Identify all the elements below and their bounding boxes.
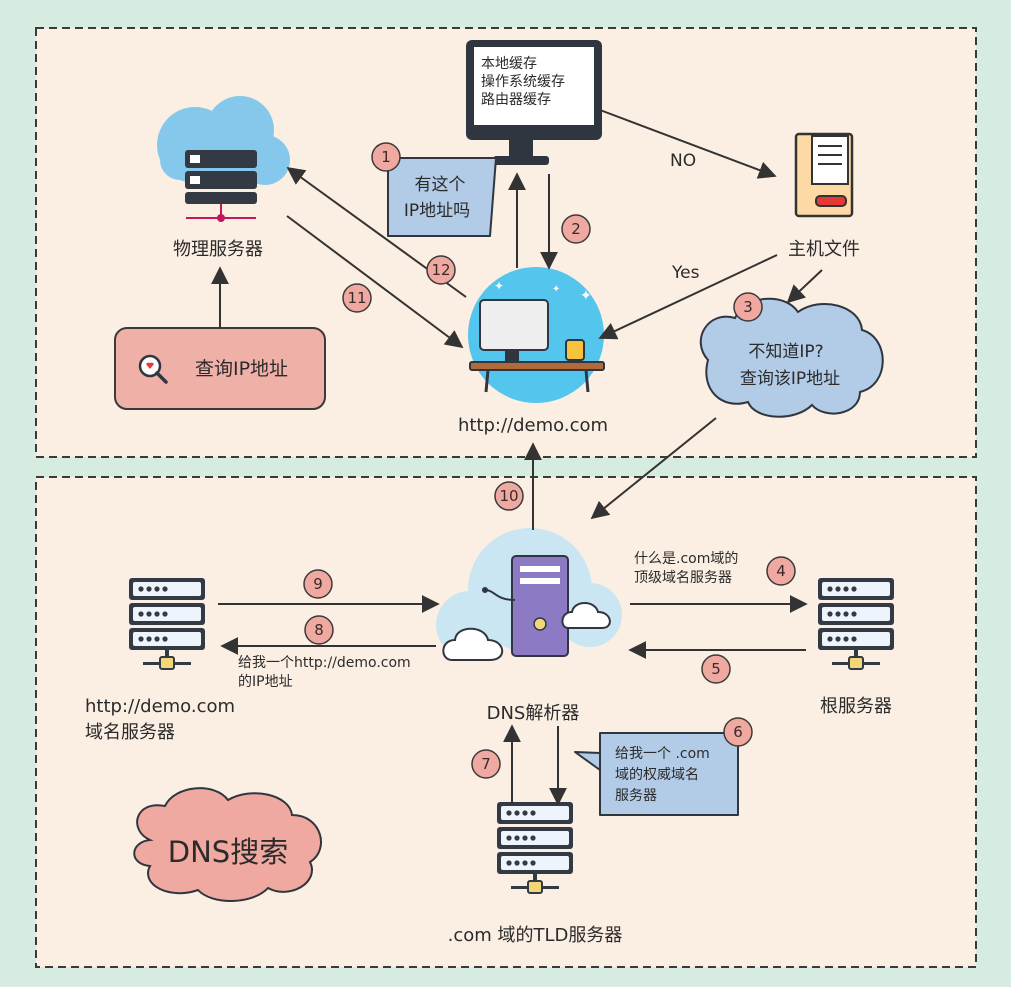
domain-server-label-line1: http://demo.com (85, 696, 235, 717)
monitor-icon (466, 40, 602, 165)
svg-text:✦: ✦ (580, 288, 592, 304)
bubble-step6 (574, 732, 739, 816)
dns-search-cloud (133, 787, 322, 902)
demo-site-label: http://demo.com (458, 415, 608, 436)
step-badge-11: 11 (342, 283, 372, 313)
cache-os: 操作系统缓存 (481, 74, 565, 90)
cache-local: 本地缓存 (481, 56, 537, 72)
step8-note-line2: 的IP地址 (238, 674, 293, 690)
bubble-step6-line3: 服务器 (615, 788, 657, 804)
svg-text:10: 10 (499, 487, 518, 505)
no-label: NO (670, 151, 696, 171)
arrow-no (599, 109, 777, 179)
svg-text:7: 7 (481, 755, 491, 773)
step-badge-1: 1 (371, 142, 401, 172)
dns-search-label: DNS搜索 (168, 835, 288, 869)
physical-server-label: 物理服务器 (173, 239, 263, 260)
desk-computer-icon: ✦ ✦ ✦ (468, 267, 605, 403)
bubble-step6-line1: 给我一个 .com (615, 746, 710, 762)
step8-note-line1: 给我一个http://demo.com (238, 655, 411, 671)
dns-resolver-label: DNS解析器 (487, 703, 580, 724)
svg-text:1: 1 (381, 148, 391, 166)
svg-text:✦: ✦ (552, 284, 560, 295)
step-badge-6: 6 (723, 717, 753, 747)
hosts-file-icon (794, 132, 854, 218)
svg-text:6: 6 (733, 723, 743, 741)
magnifier-icon (138, 354, 168, 384)
arrow-step3 (786, 269, 823, 304)
step-badge-5: 5 (701, 654, 731, 684)
root-server-label: 根服务器 (820, 696, 892, 717)
svg-text:4: 4 (776, 562, 786, 580)
bubble-step6-line2: 域的权威域名 (615, 767, 699, 783)
tld-server-label: .com 域的TLD服务器 (448, 925, 623, 946)
svg-text:2: 2 (571, 220, 581, 238)
step-badge-4: 4 (766, 556, 796, 586)
query-ip-label: 查询IP地址 (195, 358, 288, 380)
svg-text:3: 3 (743, 298, 753, 316)
arrow-to-resolver (590, 417, 717, 520)
bubble-step1 (387, 157, 497, 237)
svg-text:9: 9 (313, 575, 323, 593)
step4-note-line1: 什么是.com域的 (634, 551, 738, 567)
arrows (211, 109, 823, 806)
hosts-file-label: 主机文件 (788, 239, 860, 260)
step-badge-7: 7 (471, 749, 501, 779)
svg-text:✦: ✦ (494, 279, 504, 293)
bubble-step1-line2: IP地址吗 (404, 201, 470, 221)
step-badge-8: 8 (304, 615, 334, 645)
svg-text:11: 11 (347, 289, 366, 307)
dns-resolver-icon (436, 528, 622, 661)
arrow-yes (598, 254, 778, 340)
step-badge-12: 12 (426, 255, 456, 285)
svg-text:12: 12 (431, 261, 450, 279)
domain-server-label-line2: 域名服务器 (85, 722, 175, 743)
step-badge-10: 10 (494, 481, 524, 511)
svg-text:5: 5 (711, 660, 721, 678)
step4-note-line2: 顶级域名服务器 (634, 570, 732, 586)
cloud-server-icon (157, 96, 290, 222)
step-badge-2: 2 (561, 214, 591, 244)
bubble-step1-line1: 有这个 (415, 175, 466, 195)
bubble-step3-line2: 查询该IP地址 (740, 369, 840, 389)
bubble-step3-line1: 不知道IP? (748, 342, 823, 362)
svg-text:8: 8 (314, 621, 324, 639)
yes-label: Yes (671, 263, 700, 283)
arrow-step11 (286, 215, 464, 349)
step-badge-3: 3 (733, 292, 763, 322)
step-badge-9: 9 (303, 569, 333, 599)
cache-router: 路由器缓存 (481, 92, 551, 108)
